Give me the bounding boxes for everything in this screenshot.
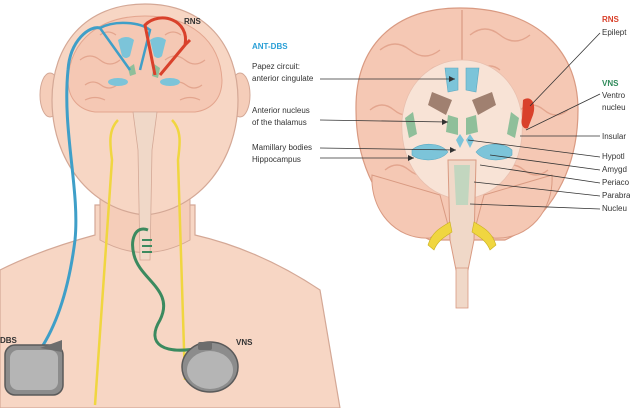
vns-title-right: VNS (602, 79, 619, 88)
amygdala-label: Amygd (602, 165, 627, 174)
periaqueductal-label: Periaco (602, 178, 630, 187)
anterior-nucleus-line2: of the thalamus (252, 118, 307, 127)
vns-generator (181, 341, 239, 393)
yellow-lead-1 (93, 119, 119, 406)
vns-green-lead (131, 227, 201, 352)
epilepsy-label: Epilept (602, 28, 627, 37)
ant-dbs-title: ANT-DBS (252, 42, 288, 51)
amygdala-blue (456, 134, 474, 148)
vagus-nerve-left (427, 221, 453, 251)
vns-label-left: VNS (236, 338, 253, 347)
dbs-blue-lead (38, 26, 101, 351)
dbs-generator (4, 340, 64, 396)
leader-lines-left (319, 78, 457, 159)
ventro-label-line1: Ventro (602, 91, 626, 100)
parabrachial-label: Parabra (602, 191, 630, 200)
thalamus-green-left (128, 64, 136, 76)
brain-folds (79, 31, 206, 101)
rns-label-left: RNS (184, 17, 202, 26)
left-panel: RNS DBS VNS (0, 3, 341, 408)
right-panel: ANT-DBS Papez circuit: anterior cingulat… (252, 7, 630, 309)
vagus-nerve-right (471, 221, 497, 251)
hippocampus-right (475, 143, 513, 161)
caudate-right (472, 92, 496, 115)
nucleus-label: Nucleu (602, 204, 627, 213)
spinal-cord-right (455, 267, 469, 309)
vns-coil (142, 239, 152, 253)
insula-left (405, 112, 417, 138)
anterior-nucleus-line1: Anterior nucleus (252, 106, 310, 115)
ventricle-right (150, 37, 166, 58)
dbs-label: DBS (0, 336, 18, 345)
hypothalamus-label: Hypotl (602, 152, 625, 161)
insular-label: Insular (602, 132, 626, 141)
hippocampus-left-small (108, 78, 128, 86)
ventro-label-line2: nucleu (602, 103, 626, 112)
thalamus-green (446, 115, 478, 135)
yellow-lead-2 (171, 119, 187, 381)
ventricle-left (118, 37, 134, 58)
mamillary-label: Mamillary bodies (252, 143, 312, 152)
leader-lines-right (467, 32, 601, 210)
torso (0, 204, 341, 408)
hippocampus-left (411, 143, 449, 161)
papez-label-line1: Papez circuit: (252, 62, 300, 71)
rns-epileptic-focus (521, 98, 535, 129)
brainstem-green (454, 165, 470, 205)
papez-label-line2: anterior cingulate (252, 74, 314, 83)
rns-title-right: RNS (602, 15, 620, 24)
caudate-left (428, 92, 452, 115)
spinal-cord (132, 111, 158, 261)
arrowheads-left (408, 76, 456, 161)
lateral-ventricles (444, 67, 480, 93)
rns-red-lead (143, 16, 192, 76)
hippocampus-label: Hippocampus (252, 155, 301, 164)
hippocampus-right-small (160, 78, 180, 86)
dbs-blue-lead-brain (98, 21, 152, 71)
insula-right (507, 112, 519, 138)
